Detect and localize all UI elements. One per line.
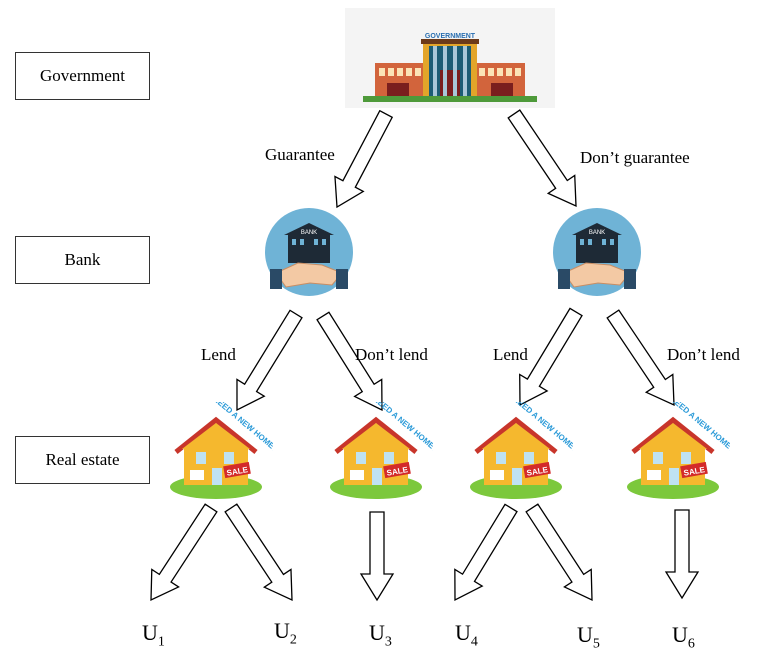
outcome-u2: U2 xyxy=(274,618,297,648)
bank-sign: BANK xyxy=(301,230,317,236)
hollow-arrow xyxy=(236,309,303,412)
outcome-u6: U6 xyxy=(672,622,695,652)
edge-label-lend-right: Lend xyxy=(493,345,528,364)
edge-label-lend-left: Lend xyxy=(201,345,236,364)
edge-label-dont-guarantee: Don’t guarantee xyxy=(580,148,690,167)
edge-label-dont-lend-right: Don’t lend xyxy=(667,345,740,364)
level-bank-label: Bank xyxy=(64,250,101,269)
sale-sign: SALE xyxy=(526,465,549,478)
hollow-arrow xyxy=(359,511,395,602)
house-for-sale-icon: SALE NEED A NEW HOME? xyxy=(170,402,273,499)
level-government-box: Government xyxy=(15,52,150,100)
sale-sign: SALE xyxy=(683,465,706,478)
edge-label-guarantee: Guarantee xyxy=(265,145,335,164)
house-for-sale-icon: SALE NEED A NEW HOME? xyxy=(330,402,433,499)
level-government-label: Government xyxy=(40,66,125,85)
outcome-u4: U4 xyxy=(455,620,478,650)
government-building-icon: GOVERNMENT xyxy=(345,8,555,108)
hollow-arrow xyxy=(316,311,383,412)
level-real-estate-label: Real estate xyxy=(45,450,120,469)
hollow-arrow xyxy=(507,109,577,208)
sale-sign: SALE xyxy=(226,465,249,478)
edge-label-dont-lend-left: Don’t lend xyxy=(355,345,428,364)
bank-sign: BANK xyxy=(589,230,605,236)
outcome-u3: U3 xyxy=(369,620,392,650)
level-bank-box: Bank xyxy=(15,236,150,284)
outcome-u1: U1 xyxy=(142,620,165,650)
house-for-sale-icon: SALE NEED A NEW HOME? xyxy=(470,402,573,499)
hollow-arrow xyxy=(224,503,293,602)
government-sign: GOVERNMENT xyxy=(425,33,476,40)
hollow-arrow xyxy=(334,109,394,209)
level-real-estate-box: Real estate xyxy=(15,436,150,484)
sale-sign: SALE xyxy=(386,465,409,478)
house-for-sale-icon: SALE NEED A NEW HOME? xyxy=(627,402,730,499)
hollow-arrow xyxy=(454,503,518,602)
hollow-arrow xyxy=(606,309,675,407)
hollow-arrow xyxy=(150,503,218,602)
bank-handshake-icon: BANK xyxy=(553,208,641,296)
bank-handshake-icon: BANK xyxy=(265,208,353,296)
outcome-u5: U5 xyxy=(577,622,600,652)
hollow-arrow xyxy=(525,503,593,602)
hollow-arrow xyxy=(664,509,700,600)
hollow-arrow xyxy=(519,307,583,407)
